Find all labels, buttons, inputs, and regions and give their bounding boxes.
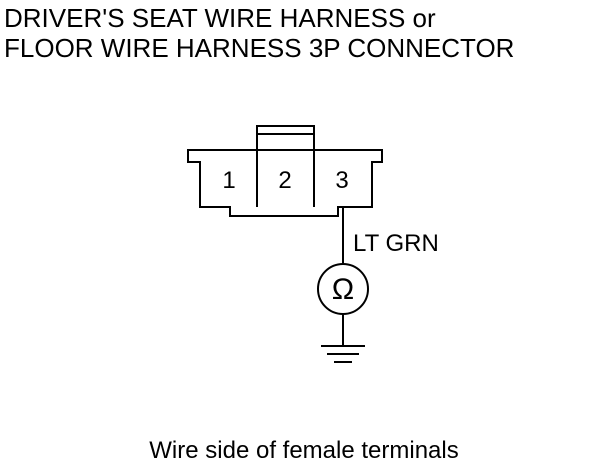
diagram-caption: Wire side of female terminals <box>149 437 459 464</box>
diagram-title-line-2: FLOOR WIRE HARNESS 3P CONNECTOR <box>4 33 515 63</box>
wire-color-label: LT GRN <box>353 230 439 257</box>
diagram-title-line-1: DRIVER'S SEAT WIRE HARNESS or <box>4 3 436 33</box>
connector-housing <box>187 149 383 217</box>
pin-2-label: 2 <box>278 167 291 194</box>
connector-lock-tab <box>256 125 315 151</box>
pin-3-label: 3 <box>335 167 348 194</box>
ground-icon <box>321 345 365 363</box>
ohm-icon: Ω <box>332 273 354 306</box>
pin-1-label: 1 <box>222 167 235 194</box>
